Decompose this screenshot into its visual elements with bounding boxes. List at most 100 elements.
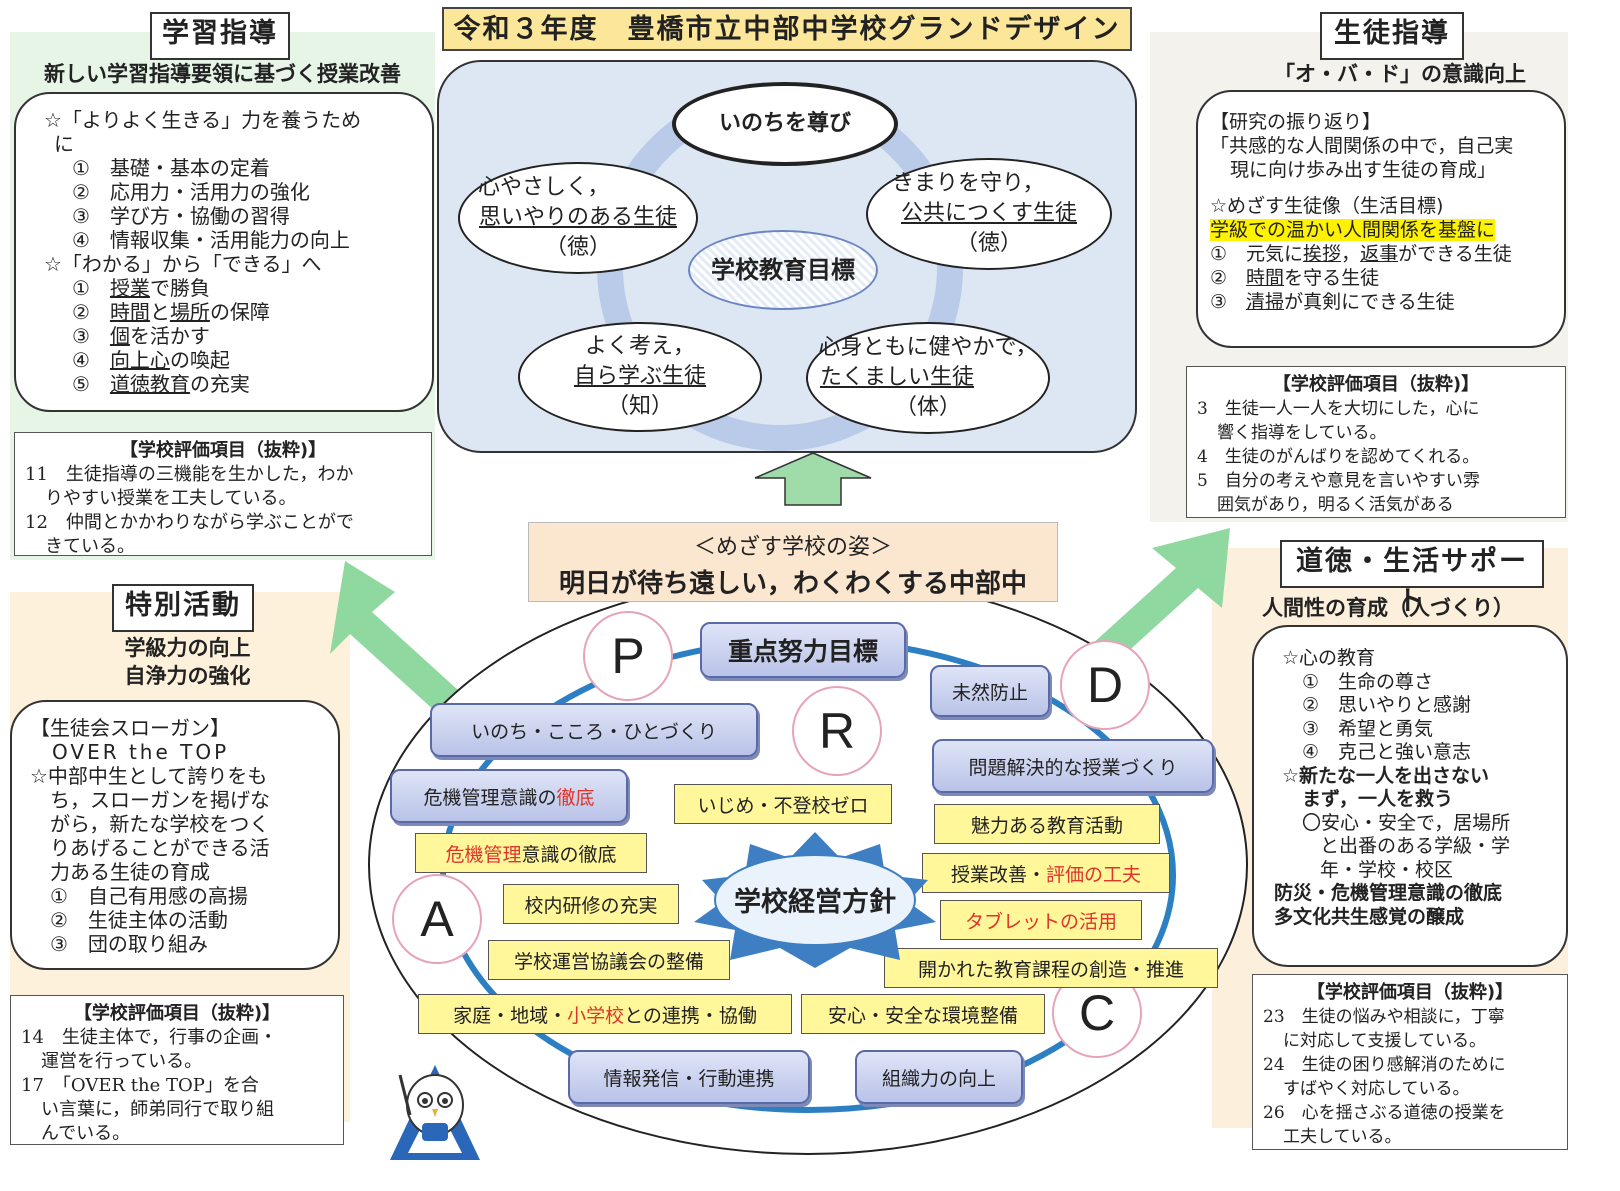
goal-tr-line1: きまりを守り， — [892, 171, 1045, 196]
pill-prevention-text: 未然防止 — [951, 681, 1028, 704]
priority-goal-pill: 重点努力目標 — [700, 622, 906, 678]
guidance-item-1-key: 挨拶 — [1303, 243, 1342, 265]
pill-crisis-red: 徹底 — [556, 786, 595, 809]
priority-goal-text: 重点努力目標 — [727, 637, 878, 666]
pill-problem-solving: 問題解決的な授業づくり — [932, 739, 1214, 793]
yellow-attractive-text: 魅力ある教育活動 — [970, 814, 1123, 837]
learning-eval-1: りやすい授業を工夫している。 — [45, 488, 297, 509]
special-subtitle-2: 自浄力の強化 — [124, 664, 251, 688]
yellow-crisis: 危機管理意識の徹底 — [415, 833, 647, 873]
special-line-6: 力ある生徒の育成 — [50, 860, 210, 884]
goal-tl-line2: 思いやりのある生徒 — [478, 205, 677, 230]
pill-problem-solving-text: 問題解決的な授業づくり — [968, 756, 1178, 779]
learning-item-2-key2: 場所 — [169, 300, 210, 324]
pill-org-text: 組織力の向上 — [881, 1067, 996, 1090]
yellow-partnership-b: との連携・協働 — [624, 1004, 757, 1027]
goal-ellipse-br: 心身ともに健やかで， たくましい生徒 （体） — [806, 322, 1050, 434]
yellow-training: 校内研修の充実 — [503, 884, 679, 924]
yellow-training-text: 校内研修の充実 — [524, 894, 658, 917]
special-line-9: ③ 団の取り組み — [50, 932, 208, 956]
learning-eval-box: 【学校評価項目（抜粋)】 11 生徒指導の三機能を生かした，わか りやすい授業を… — [14, 432, 432, 557]
moral-line-11: 多文化共生感覚の醸成 — [1274, 905, 1465, 928]
guidance-item-3-a: ③ — [1210, 291, 1247, 313]
learning-eval-3: きている。 — [45, 536, 135, 557]
yellow-lesson: 授業改善・評価の工夫 — [922, 853, 1170, 893]
pdca-r: R — [792, 686, 882, 776]
special-line-7: ① 自己有用感の高揚 — [50, 884, 248, 908]
goal-bl-line1: よく考え， — [584, 334, 695, 359]
moral-line-9: 年・学校・校区 — [1320, 858, 1454, 881]
pill-inochi: いのち・こころ・ひとづくり — [430, 703, 758, 757]
moral-title: 道徳・生活サポート — [1280, 540, 1544, 617]
special-line-5: りあげることができる活 — [50, 836, 270, 860]
special-bubble: 【生徒会スローガン】 OVER the TOP ☆中部中生として誇りをも ち，ス… — [10, 700, 340, 970]
guidance-line-2: 現に向け歩み出す生徒の育成」 — [1230, 159, 1497, 181]
special-title: 特別活動 — [112, 584, 254, 632]
vision-heading-top: ＜めざす学校の姿＞ — [693, 535, 892, 560]
moral-eval-1: に対応して支援している。 — [1283, 1031, 1486, 1051]
guidance-line-0: 【研究の振り返り】 — [1210, 111, 1382, 133]
special-eval-4: んでいる。 — [41, 1123, 131, 1144]
learning-line-1: に — [54, 132, 74, 156]
guidance-item-1: ① 元気に挨拶，返事ができる生徒 — [1210, 242, 1552, 266]
moral-line-7: 〇安心・安全で，居場所 — [1302, 811, 1511, 834]
pdca-d-label: D — [1086, 657, 1124, 713]
learning-item-4: ④ 向上心の喚起 — [34, 348, 414, 372]
guidance-eval-1: 響く指導をしている。 — [1217, 423, 1387, 443]
special-line-4: がら，新たな学校をつく — [50, 812, 270, 836]
learning-item-4-rest: の喚起 — [169, 348, 230, 372]
moral-eval-4: 26 心を揺さぶる道徳の授業を — [1263, 1103, 1506, 1123]
special-subtitle-1: 学級力の向上 — [124, 636, 251, 660]
guidance-eval-2: 4 生徒のがんばりを認めてくれる。 — [1197, 447, 1480, 467]
yellow-crisis-red: 危機管理 — [445, 843, 522, 866]
yellow-attractive: 魅力ある教育活動 — [934, 804, 1160, 844]
goal-ellipse-tr: きまりを守り， 公共につくす生徒 （徳） — [866, 158, 1112, 270]
yellow-safety-text: 安心・安全な環境整備 — [827, 1004, 1018, 1027]
special-line-1: OVER the TOP — [52, 740, 230, 764]
yellow-curriculum-text: 開かれた教育課程の創造・推進 — [917, 958, 1184, 981]
moral-subtitle: 人間性の育成（人づくり） — [1262, 596, 1514, 620]
special-line-3: ち，スローガンを掲げな — [50, 788, 270, 812]
moral-eval-heading: 【学校評価項目（抜粋)】 — [1306, 982, 1514, 1003]
special-eval-3: い言葉に，師弟同行で取り組 — [41, 1099, 275, 1120]
pill-info-text: 情報発信・行動連携 — [603, 1067, 775, 1090]
yellow-partnership: 家庭・地域・小学校との連携・協働 — [418, 994, 792, 1034]
guidance-item-1-rest: ができる生徒 — [1398, 243, 1512, 265]
pdca-r-label: R — [818, 703, 856, 759]
learning-item-3-key: 個 — [109, 324, 130, 348]
special-eval-1: 運営を行っている。 — [41, 1051, 203, 1072]
learning-bubble: ☆「よりよく生きる」力を養うため に ① 基礎・基本の定着 ② 応用力・活用力の… — [14, 92, 434, 412]
learning-eval-0: 11 生徒指導の三機能を生かした，わか — [25, 464, 354, 485]
pill-crisis-text: 危機管理意識の — [423, 786, 557, 809]
guidance-line-1: 「共感的な人間関係の中で，自己実 — [1210, 135, 1514, 157]
policy-label: 学校経営方針 — [734, 887, 896, 918]
pdca-c-label: C — [1078, 985, 1116, 1041]
guidance-eval-heading: 【学校評価項目（抜粋)】 — [1272, 374, 1480, 395]
learning-item-4-key: 向上心 — [109, 348, 170, 372]
goal-top-ellipse: いのちを尊び — [672, 82, 898, 166]
yellow-ijime: いじめ・不登校ゼロ — [674, 784, 892, 824]
pill-org: 組織力の向上 — [855, 1050, 1023, 1104]
guidance-item-1-key2: 返事 — [1360, 243, 1399, 265]
yellow-tablet: タブレットの活用 — [940, 900, 1142, 940]
pdca-a: A — [392, 874, 482, 964]
learning-line-0: ☆「よりよく生きる」力を養うため — [44, 108, 362, 132]
goal-br-line3: （体） — [894, 395, 961, 420]
pill-inochi-text: いのち・こころ・ひとづくり — [471, 720, 717, 743]
pdca-a-label: A — [420, 891, 454, 947]
special-eval-heading: 【学校評価項目（抜粋)】 — [73, 1003, 281, 1024]
learning-item-2-key: 時間 — [109, 300, 150, 324]
yellow-council: 学校運営協議会の整備 — [488, 940, 730, 980]
learning-item-3: ③ 個を活かす — [34, 324, 414, 348]
pill-crisis: 危機管理意識の徹底 — [390, 769, 628, 823]
yellow-safety: 安心・安全な環境整備 — [801, 994, 1045, 1034]
up-arrow — [754, 452, 872, 506]
guidance-eval-box: 【学校評価項目（抜粋)】 3 生徒一人一人を大切にした，心に 響く指導をしている… — [1186, 366, 1566, 518]
moral-line-5: ☆新たな一人を出さない — [1282, 764, 1490, 787]
pdca-p: P — [583, 611, 673, 701]
learning-item-3-num: ③ — [72, 324, 90, 348]
learning-item-5-num: ⑤ — [72, 372, 90, 396]
pdca-p-label: P — [611, 628, 645, 684]
special-line-2: ☆中部中生として誇りをも — [30, 764, 268, 788]
guidance-item-2-a: ② — [1210, 267, 1247, 289]
